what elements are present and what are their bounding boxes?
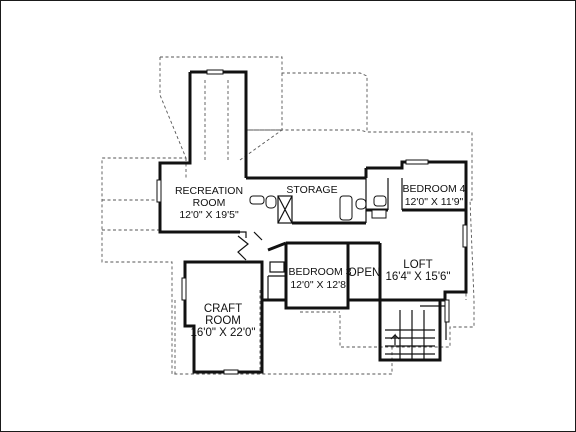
room-bedroom4: BEDROOM 4 12'0" X 11'9" — [402, 183, 465, 208]
craft-name-line1: CRAFT — [204, 303, 242, 315]
storage-name: STORAGE — [286, 184, 337, 196]
craft-name-line2: ROOM — [205, 315, 241, 327]
open-name: OPEN — [348, 267, 381, 279]
room-recreation: RECREATION ROOM 12'0" X 19'5" — [175, 185, 243, 221]
recreation-name-line1: RECREATION — [175, 185, 243, 197]
recreation-name-line2: ROOM — [193, 197, 226, 209]
room-bedroom3: BEDROOM 3 12'0" X 12'8" — [288, 266, 351, 291]
roof-outline — [101, 56, 475, 375]
bedroom4-name: BEDROOM 4 — [402, 183, 465, 195]
craft-size: 16'0" X 22'0" — [191, 327, 256, 339]
interior-details — [156, 69, 468, 375]
room-storage: STORAGE — [286, 184, 337, 196]
loft-size: 16'4" X 15'6" — [386, 271, 451, 283]
bedroom3-size: 12'0" X 12'8" — [290, 279, 350, 291]
bedroom4-size: 12'0" X 11'9" — [405, 196, 464, 208]
loft-name: LOFT — [403, 259, 432, 271]
recreation-size: 12'0" X 19'5" — [179, 209, 239, 221]
room-craft: CRAFT ROOM 16'0" X 22'0" — [191, 303, 256, 339]
bedroom3-name: BEDROOM 3 — [288, 266, 351, 278]
room-open: OPEN — [348, 267, 381, 279]
room-loft: LOFT 16'4" X 15'6" — [386, 259, 451, 283]
